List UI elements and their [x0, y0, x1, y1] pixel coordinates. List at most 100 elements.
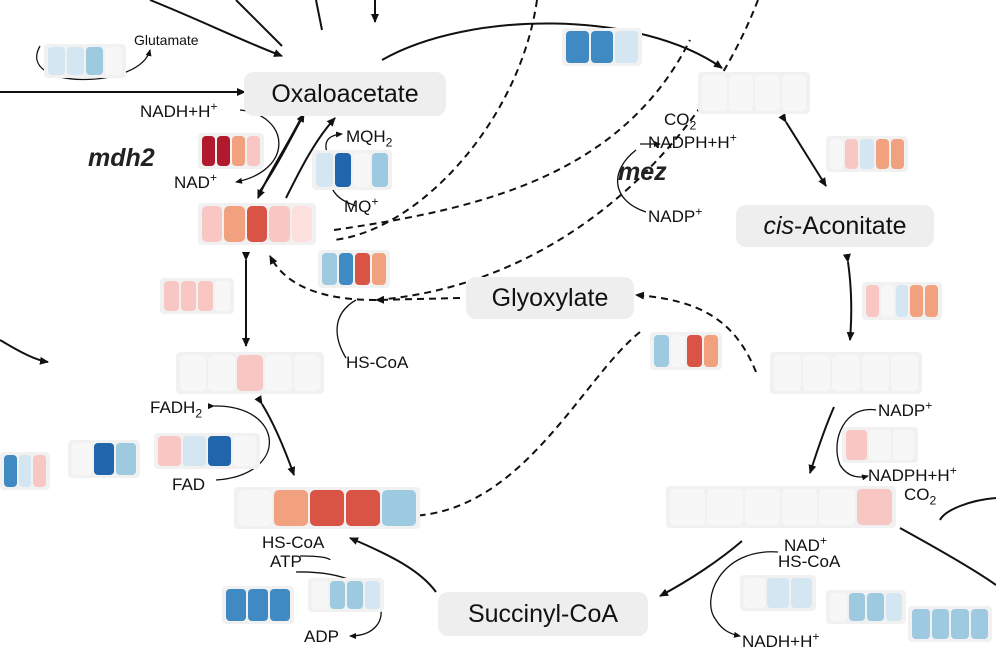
arrow-in-2	[149, 0, 283, 57]
heatmap-cell	[270, 589, 290, 621]
heatmap-glyoxylate-left	[318, 250, 390, 288]
heatmap-cell	[755, 75, 780, 111]
nad-text: NAD	[174, 173, 210, 192]
node-cis-aconitate[interactable]: cis-Aconitate	[736, 205, 934, 247]
heatmap-icd	[842, 427, 918, 463]
fadh-text: FADH	[150, 398, 196, 417]
heatmap-succinate	[234, 487, 420, 529]
heatmap-cell	[702, 75, 727, 111]
dashed-to-succinate	[399, 331, 641, 521]
mq-text: MQ	[344, 197, 372, 216]
heatmap-cell	[338, 253, 353, 285]
nadh-text: NADH+H	[742, 632, 813, 649]
arc-fad	[207, 403, 270, 481]
atp-label: ATP	[270, 553, 302, 570]
nadp-text: NADP	[648, 207, 696, 226]
heatmap-cell	[105, 47, 122, 75]
dashed-to-oaa-enzyme	[269, 255, 377, 301]
mq-label: MQ+	[344, 195, 379, 216]
nadph-h-label-1: NADPH+H+	[648, 131, 737, 152]
arrow-mqo	[285, 117, 336, 199]
plus-sup: +	[925, 398, 933, 413]
plus-sup: +	[210, 99, 218, 114]
heatmap-cell	[615, 31, 638, 63]
plus-sup: +	[812, 629, 820, 644]
heatmap-cell	[951, 609, 969, 639]
fadh2-label: FADH2	[150, 398, 202, 420]
heatmap-cell	[782, 489, 818, 525]
plus-sup: +	[371, 194, 379, 209]
heatmap-cell	[707, 489, 743, 525]
nadp-label-1: NADP+	[648, 205, 702, 226]
heatmap-left-edge	[0, 452, 50, 490]
nad-text: NAD	[784, 536, 820, 555]
heatmap-scs-right	[308, 578, 384, 612]
heatmap-cell	[892, 430, 914, 460]
arc-hs-coa	[336, 299, 357, 359]
plus-sup: +	[819, 533, 828, 548]
heatmap-cell	[687, 335, 702, 367]
nadp-label-2: NADP+	[878, 399, 932, 420]
heatmap-cell	[848, 593, 865, 621]
co2-sub: 2	[929, 493, 937, 508]
heatmap-cell	[371, 153, 388, 187]
arrow-fum-down	[254, 395, 296, 476]
heatmap-cell	[819, 489, 855, 525]
heatmap-cell	[164, 281, 179, 311]
nadph-text: NADPH+H	[868, 466, 950, 485]
mqh-sub: 2	[385, 135, 393, 150]
hs-coa-label-1: HS-CoA	[346, 354, 408, 371]
node-oxaloacetate[interactable]: Oxaloacetate	[244, 72, 446, 116]
heatmap-cell	[198, 281, 213, 311]
heatmap-cell	[316, 153, 333, 187]
node-succinyl-coa[interactable]: Succinyl-CoA	[438, 592, 648, 636]
heatmap-cell	[910, 285, 924, 317]
dashed-glyoxylate-right	[635, 291, 757, 373]
nadh-h-label-2: NADH+H+	[742, 630, 820, 649]
nadh-text: NADH+H	[140, 102, 211, 121]
hs-coa-text: HS-CoA	[346, 353, 409, 372]
heatmap-cell	[654, 335, 669, 367]
heatmap-cell	[224, 206, 245, 242]
heatmap-cell	[116, 443, 136, 475]
heatmap-cell	[566, 31, 589, 63]
heatmap-cell	[202, 136, 215, 166]
nadph-text: NADPH+H	[648, 133, 730, 152]
heatmap-cell	[875, 139, 889, 169]
node-glyoxylate[interactable]: Glyoxylate	[466, 277, 634, 319]
heatmap-cell	[247, 136, 260, 166]
heatmap-cell	[269, 206, 290, 242]
heatmap-sdh	[154, 433, 260, 469]
heatmap-cell	[232, 136, 245, 166]
heatmap-cell	[382, 490, 416, 526]
heatmap-cell	[767, 578, 789, 608]
heatmap-cell	[217, 136, 230, 166]
heatmap-cell	[202, 206, 223, 242]
heatmap-cell	[347, 581, 363, 609]
gene-mez: mez	[618, 158, 667, 186]
heatmap-cell	[353, 153, 370, 187]
heatmap-cell	[912, 609, 930, 639]
heatmap-cell	[67, 47, 84, 75]
mqh2-label: MQH2	[346, 128, 392, 149]
nadp-text: NADP	[878, 401, 926, 420]
arc-nad-kgd	[710, 551, 779, 638]
hs-coa-text: HS-CoA	[262, 533, 325, 552]
glyoxylate-label: Glyoxylate	[491, 283, 609, 312]
heatmap-cell	[215, 281, 230, 311]
arrow-aco-1	[778, 113, 827, 187]
heatmap-cell	[670, 335, 685, 367]
heatmap-left-mid	[160, 278, 234, 314]
arc-glutamate	[36, 45, 152, 81]
heatmap-cell	[830, 593, 847, 621]
hs-coa-label-2: HS-CoA	[262, 534, 324, 551]
heatmap-cell	[48, 47, 65, 75]
heatmap-mdh2	[198, 133, 264, 169]
heatmap-cell	[158, 436, 181, 466]
heatmap-cell	[208, 436, 231, 466]
heatmap-kgd-left	[740, 575, 816, 611]
heatmap-fumarase	[176, 352, 324, 394]
heatmap-cell	[355, 253, 370, 285]
hs-coa-label-3: HS-CoA	[778, 553, 840, 570]
